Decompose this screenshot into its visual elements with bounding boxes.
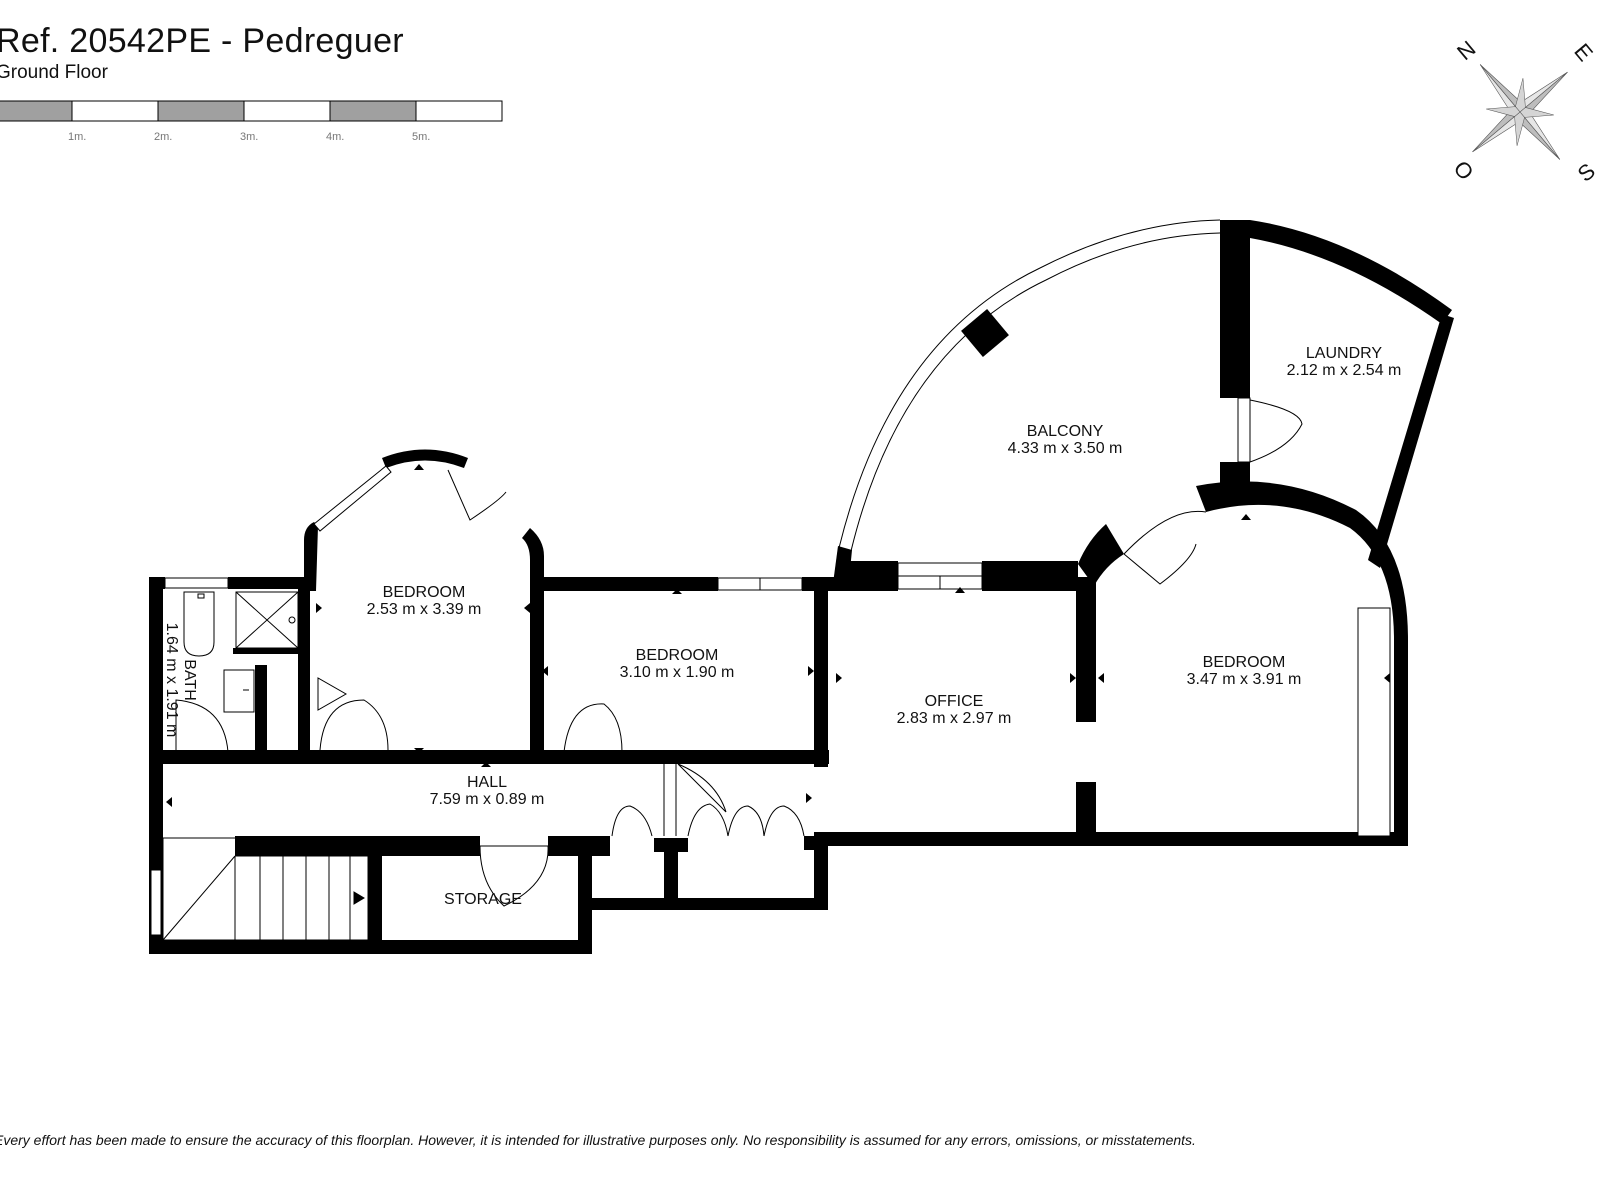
wall-balcony-base bbox=[832, 546, 852, 591]
wall-storage-right bbox=[578, 850, 592, 954]
scale-label-3m: 3m. bbox=[240, 131, 259, 143]
wall-bottom-right bbox=[814, 832, 1408, 846]
wall-office-bed3-upper bbox=[1076, 577, 1096, 722]
balcony-glazing bbox=[838, 219, 1221, 552]
wall-bed3-arc-left bbox=[1078, 524, 1124, 586]
wall-bed2-right bbox=[814, 577, 828, 767]
room-office-dims: 2.83 m x 2.97 m bbox=[897, 710, 1012, 727]
room-bedroom3-name: BEDROOM bbox=[1203, 654, 1286, 671]
door-cupboard1 bbox=[611, 805, 653, 837]
sink-icon bbox=[223, 669, 255, 713]
wall-bath-top-right bbox=[228, 577, 308, 589]
floor-label: Ground Floor bbox=[0, 62, 108, 83]
room-laundry-dims: 2.12 m x 2.54 m bbox=[1287, 362, 1402, 379]
door-storage bbox=[479, 845, 549, 907]
room-laundry-name: LAUNDRY bbox=[1306, 345, 1383, 362]
room-office-name: OFFICE bbox=[925, 693, 984, 710]
room-bedroom2-name: BEDROOM bbox=[636, 647, 719, 664]
room-storage-name: STORAGE bbox=[444, 891, 522, 908]
wall-bed1-right bbox=[522, 528, 544, 760]
wall-bed1-top-arch bbox=[382, 449, 468, 468]
windows bbox=[150, 397, 1391, 936]
door-bed2 bbox=[563, 703, 623, 753]
wall-cupboard-bottom bbox=[592, 898, 828, 910]
wall-hall-bottom-left bbox=[235, 836, 480, 856]
wall-laundry-right bbox=[1368, 314, 1454, 568]
room-bedroom1-name: BEDROOM bbox=[383, 584, 466, 601]
toilet-icon bbox=[183, 591, 215, 657]
scale-label-4m: 4m. bbox=[326, 131, 345, 143]
room-bedroom2-dims: 3.10 m x 1.90 m bbox=[620, 664, 735, 681]
window-bath bbox=[164, 577, 229, 589]
wall-storage-left bbox=[368, 852, 382, 952]
wall-bed3-arc-right bbox=[1196, 481, 1408, 640]
wall-cupboard-right bbox=[814, 846, 828, 910]
door-cupboard3 bbox=[727, 805, 765, 837]
wall-bed1-left-corner bbox=[304, 522, 318, 591]
room-bath-name: BATH bbox=[181, 659, 198, 700]
wall-markers bbox=[166, 464, 1390, 846]
door-hall-right bbox=[677, 763, 727, 813]
scale-label-1m: 1m. bbox=[68, 131, 87, 143]
room-balcony-dims: 4.33 m x 3.50 m bbox=[1008, 440, 1123, 457]
door-laundry bbox=[1249, 399, 1303, 463]
window-bed1-left bbox=[313, 465, 392, 532]
room-bath-dims: 1.64 m x 1.91 m bbox=[163, 623, 180, 738]
disclaimer: Every effort has been made to ensure the… bbox=[0, 1132, 1196, 1148]
walls bbox=[149, 220, 1454, 954]
compass-rose-icon: N E S O bbox=[1449, 36, 1600, 187]
balcony-pillar bbox=[961, 309, 1009, 357]
room-hall-dims: 7.59 m x 0.89 m bbox=[430, 791, 545, 808]
door-cupboard2 bbox=[687, 803, 729, 837]
wall-cupboard-divider bbox=[664, 838, 678, 904]
plan-title: Ref. 20542PE - Pedreguer bbox=[0, 22, 404, 60]
bath-fixtures bbox=[183, 591, 309, 745]
door-cupboard bbox=[317, 677, 348, 711]
room-balcony-name: BALCONY bbox=[1027, 423, 1104, 440]
wall-hall-bottom-mid bbox=[548, 836, 610, 856]
doors bbox=[175, 399, 1303, 907]
door-bed3-double bbox=[1123, 510, 1207, 585]
wall-hall-top bbox=[149, 750, 829, 764]
door-bed1 bbox=[319, 699, 389, 751]
window-laundry-door bbox=[1237, 397, 1251, 463]
wall-left-outer bbox=[149, 577, 163, 952]
wall-bed2-top-left bbox=[530, 577, 718, 591]
wall-bath-cupboard bbox=[255, 665, 267, 760]
wall-bed3-right bbox=[1394, 640, 1408, 846]
door-cupboard4 bbox=[763, 805, 805, 837]
wall-laundry-left bbox=[1220, 220, 1250, 398]
door-bed1-top bbox=[447, 469, 507, 521]
wall-bath-bed1 bbox=[298, 577, 310, 762]
wall-office-top-right bbox=[982, 561, 1078, 591]
window-stairs bbox=[150, 869, 162, 936]
scale-label-5m: 5m. bbox=[412, 131, 431, 143]
scale-label-2m: 2m. bbox=[154, 131, 173, 143]
shower-icon bbox=[235, 591, 299, 649]
wall-laundry-top-arc bbox=[1250, 220, 1452, 324]
room-hall-name: HALL bbox=[467, 774, 507, 791]
door-bath bbox=[175, 699, 229, 753]
scale-bar-graphic bbox=[0, 100, 503, 122]
wardrobe-bed3 bbox=[1357, 607, 1391, 837]
room-bedroom3-dims: 3.47 m x 3.91 m bbox=[1187, 671, 1302, 688]
room-bedroom1-dims: 2.53 m x 3.39 m bbox=[367, 601, 482, 618]
wall-shower-bottom bbox=[233, 648, 310, 654]
wall-office-bed3-lower bbox=[1076, 782, 1096, 846]
wall-bath-top-left bbox=[149, 577, 165, 589]
stairs bbox=[162, 837, 369, 941]
